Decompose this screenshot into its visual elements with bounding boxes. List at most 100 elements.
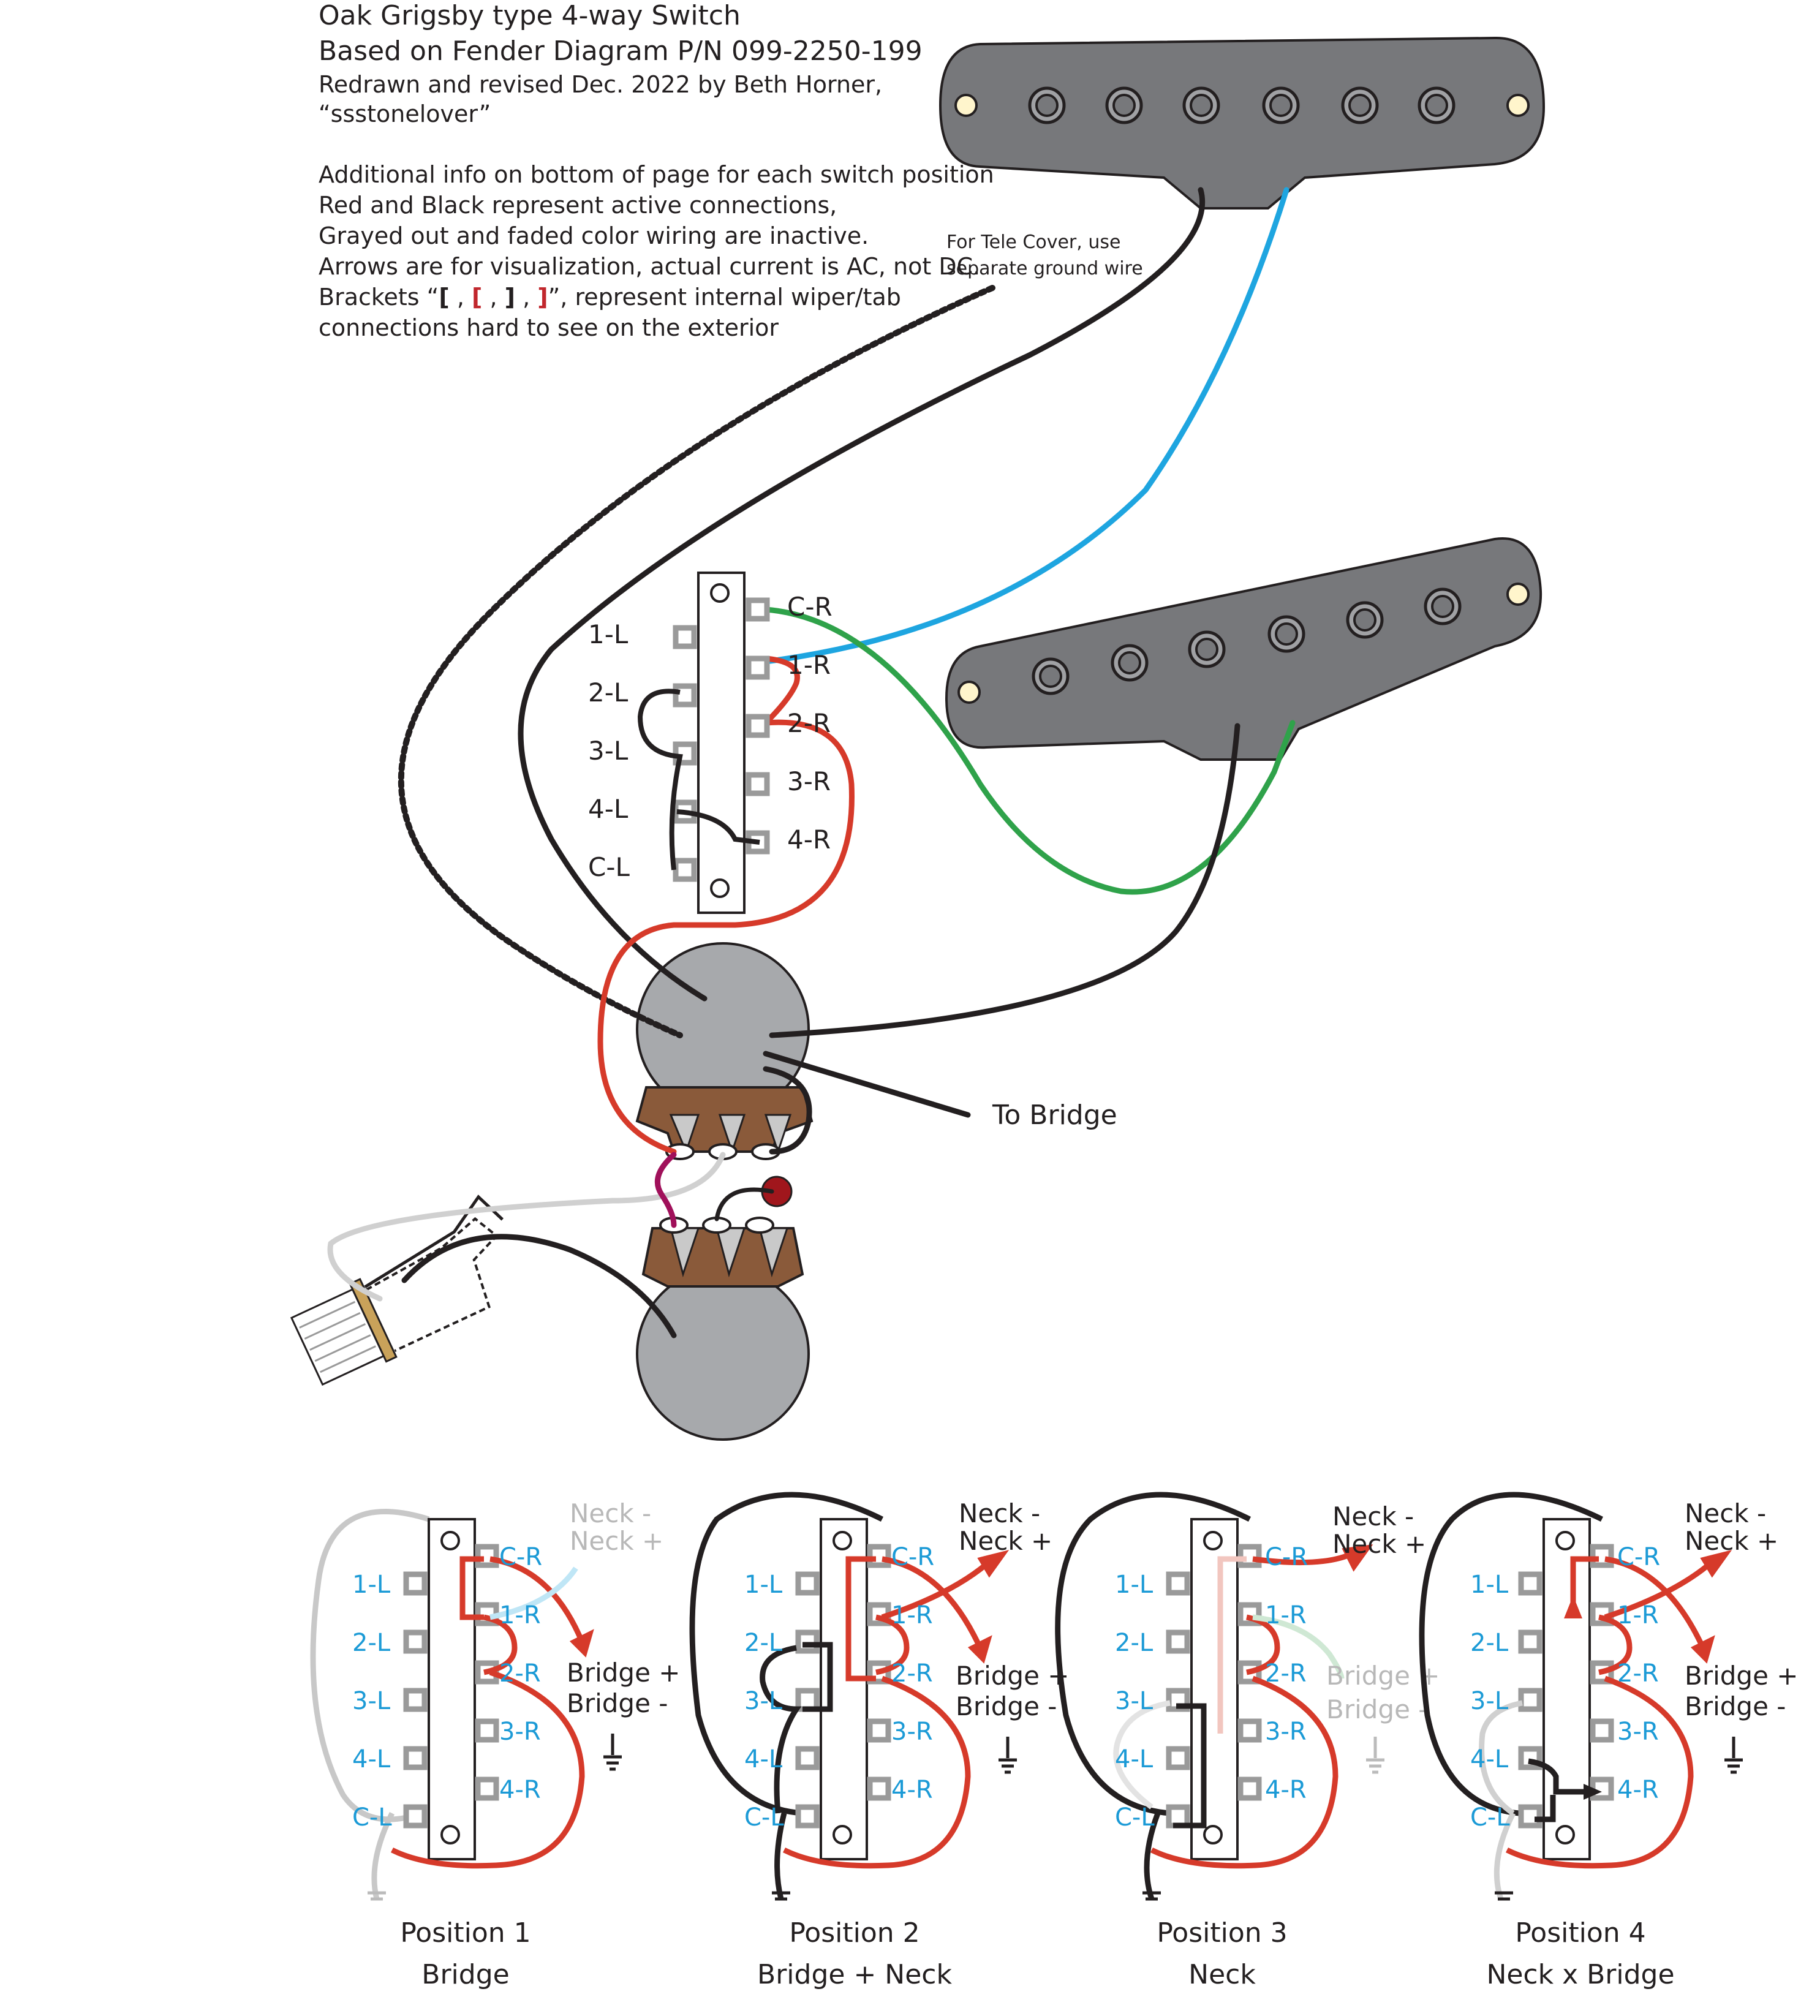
bracket-1: [ <box>439 284 450 311</box>
pos2-label-1-l: 1-L <box>744 1571 783 1599</box>
pos3-name: Neck <box>1188 1959 1256 1990</box>
pos4-label-1-l: 1-L <box>1470 1571 1509 1599</box>
position-3-diagram: C-R 1-R 2-R 3-R 4-R 1-L 2-L 3-L 4-L C-L … <box>1055 1492 1440 1990</box>
pos2-label-4-r: 4-R <box>891 1776 933 1804</box>
pos2-label-c-r: C-R <box>891 1543 934 1571</box>
sep-2: , <box>482 284 505 311</box>
output-jack <box>290 1195 504 1386</box>
pos4-neck-plus: Neck + <box>1685 1526 1778 1556</box>
label-4-r: 4-R <box>787 825 831 855</box>
pos1-label-c-l: C-L <box>352 1803 392 1832</box>
pos2-label-4-l: 4-L <box>744 1745 783 1773</box>
pos4-label-4-l: 4-L <box>1470 1745 1509 1773</box>
bracket-3: ] <box>504 284 515 311</box>
credit-line-2: “ssstonelover” <box>319 100 491 127</box>
note-line-5: Brackets “[ , [ , ] , ]”, represent inte… <box>319 284 901 311</box>
pos1-label-1-r: 1-R <box>499 1601 541 1629</box>
sep-1: , <box>449 284 472 311</box>
position-2-diagram: C-R 1-R 2-R 3-R 4-R 1-L 2-L 3-L 4-L C-L … <box>689 1492 1069 1990</box>
label-4-l: 4-L <box>588 794 629 824</box>
pos2-label-2-r: 2-R <box>891 1659 933 1688</box>
pos2-label-c-l: C-L <box>744 1803 784 1832</box>
pos1-label-4-l: 4-L <box>352 1745 391 1773</box>
pos4-bridge-minus: Bridge - <box>1685 1691 1786 1721</box>
pos1-label-2-l: 2-L <box>352 1629 391 1657</box>
bridge-pickup <box>945 537 1542 761</box>
label-2-r: 2-R <box>787 708 831 738</box>
pos3-label-1-l: 1-L <box>1115 1571 1154 1599</box>
tele-note-line-1: For Tele Cover, use <box>946 232 1120 253</box>
pos4-bridge-plus: Bridge + <box>1685 1661 1798 1691</box>
pos1-bridge-minus: Bridge - <box>567 1688 668 1718</box>
pos1-label-3-r: 3-R <box>499 1718 541 1746</box>
pos2-neck-minus: Neck - <box>959 1498 1040 1528</box>
pos3-label-1-r: 1-R <box>1265 1601 1307 1629</box>
pos4-neck-minus: Neck - <box>1685 1498 1766 1528</box>
pos2-label-1-r: 1-R <box>891 1601 933 1629</box>
pos1-bridge-arrow <box>489 1556 585 1643</box>
pos3-label-2-l: 2-L <box>1115 1629 1154 1657</box>
sep-3: , <box>515 284 538 311</box>
pos2-label-2-l: 2-L <box>744 1629 783 1657</box>
pos4-title: Position 4 <box>1515 1917 1645 1949</box>
bracket-4: ] <box>537 284 548 311</box>
note-line-3: Grayed out and faded color wiring are in… <box>319 222 869 249</box>
pos4-label-4-r: 4-R <box>1617 1776 1659 1804</box>
note-line-1: Additional info on bottom of page for ea… <box>319 161 994 188</box>
neck-pickup <box>938 36 1546 210</box>
diagram-title: Oak Grigsby type 4-way Switch <box>319 0 741 31</box>
pos4-label-3-l: 3-L <box>1470 1687 1509 1715</box>
note-line-6: connections hard to see on the exterior <box>319 314 779 341</box>
position-4-diagram: C-R 1-R 2-R 3-R 4-R 1-L 2-L 3-L 4-L C-L … <box>1419 1492 1798 1990</box>
pos3-neck-plus: Neck + <box>1332 1529 1426 1559</box>
pos3-label-3-l: 3-L <box>1115 1687 1154 1715</box>
pos1-name: Bridge <box>421 1959 509 1990</box>
note-line-4: Arrows are for visualization, actual cur… <box>319 253 981 280</box>
label-3-r: 3-R <box>787 766 831 796</box>
pos4-label-1-r: 1-R <box>1617 1601 1659 1629</box>
pos3-bridge-minus: Bridge - <box>1326 1694 1427 1724</box>
pos2-label-3-r: 3-R <box>891 1718 933 1746</box>
pos1-neck-plus: Neck + <box>570 1526 663 1556</box>
pos1-label-2-r: 2-R <box>499 1659 541 1688</box>
tone-pot-lugs <box>641 1217 804 1288</box>
main-switch-labels: C-R 1-R 2-R 3-R 4-R 1-L 2-L 3-L 4-L C-L <box>588 592 833 882</box>
note-line-2: Red and Black represent active connectio… <box>319 192 837 219</box>
pos2-label-3-l: 3-L <box>744 1687 783 1715</box>
pos2-bridge-plus: Bridge + <box>956 1661 1069 1691</box>
pos3-label-4-r: 4-R <box>1265 1776 1307 1804</box>
tele-note-line-2: separate ground wire <box>946 258 1143 279</box>
bracket-2: [ <box>472 284 483 311</box>
tone-pot <box>636 1267 810 1441</box>
pos3-label-2-r: 2-R <box>1265 1659 1307 1688</box>
main-wires <box>327 187 1296 1338</box>
pos4-ground-icon <box>1724 1737 1743 1774</box>
label-c-r: C-R <box>787 592 833 622</box>
pos1-label-1-l: 1-L <box>352 1571 391 1599</box>
position-1-diagram: C-R 1-R 2-R 3-R 4-R 1-L 2-L 3-L 4-L C-L … <box>310 1498 680 1990</box>
pos1-ground-icon <box>603 1734 622 1771</box>
pos2-title: Position 2 <box>789 1917 919 1949</box>
pos3-ground-icon <box>1366 1737 1384 1774</box>
label-2-l: 2-L <box>588 678 629 708</box>
label-3-l: 3-L <box>588 736 629 766</box>
pos3-label-3-r: 3-R <box>1265 1718 1307 1746</box>
pos3-title: Position 3 <box>1157 1917 1287 1949</box>
pos4-label-3-r: 3-R <box>1617 1718 1659 1746</box>
note5-prefix: Brackets “ <box>319 284 439 311</box>
pos2-bridge-minus: Bridge - <box>956 1691 1057 1721</box>
pos1-label-3-l: 3-L <box>352 1687 391 1715</box>
pos3-label-4-l: 4-L <box>1115 1745 1154 1773</box>
pos1-label-c-r: C-R <box>499 1543 542 1571</box>
label-1-r: 1-R <box>787 650 831 680</box>
pos4-label-c-l: C-L <box>1470 1803 1510 1832</box>
note5-suffix: ”, represent internal wiper/tab <box>548 284 901 311</box>
credit-line-1: Redrawn and revised Dec. 2022 by Beth Ho… <box>319 71 883 98</box>
pos1-neck-minus: Neck - <box>570 1498 651 1528</box>
label-1-l: 1-L <box>588 619 629 649</box>
pos4-label-2-r: 2-R <box>1617 1659 1659 1688</box>
pos3-neck-minus: Neck - <box>1332 1501 1414 1531</box>
pos2-neck-plus: Neck + <box>959 1526 1052 1556</box>
pos2-name: Bridge + Neck <box>757 1959 952 1990</box>
pos3-label-c-r: C-R <box>1265 1543 1308 1571</box>
